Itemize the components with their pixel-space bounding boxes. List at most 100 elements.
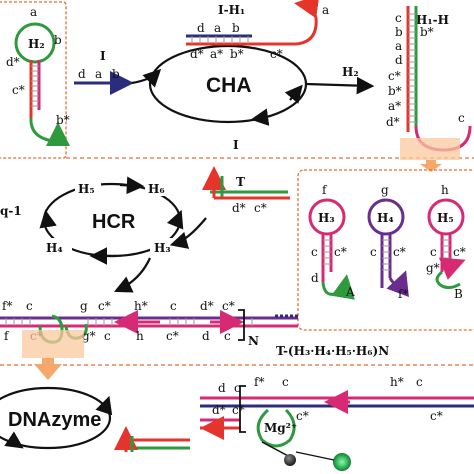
cha-bot-2: b*: [230, 47, 244, 61]
h1h2-left-7: d*: [386, 115, 400, 129]
polymer-n-label: N: [248, 334, 259, 348]
h3-label-0: c: [311, 245, 318, 259]
quencher-ball: [284, 454, 296, 466]
h1h2-right-label: b*: [420, 25, 434, 39]
dz-top-2: f*: [254, 375, 264, 389]
cha-bot-0: d*: [190, 47, 204, 61]
h5-label-2: g*: [426, 261, 440, 275]
cha-hairpin-label: a: [322, 3, 329, 17]
h1h2-duplex: H₁-H c b a d c* b* a* d* b* c: [386, 6, 472, 172]
hcr-title: HCR: [92, 211, 136, 233]
h3-label-2: d: [311, 271, 319, 285]
poly-top-6: d*: [200, 299, 214, 313]
strand-i-name: I: [100, 49, 106, 63]
dz-bot-1: c*: [232, 403, 245, 417]
cha-cycle: CHA I-H₁ d a b d* a* b* c* a H₂ I: [131, 0, 375, 152]
h1h2-left-6: a*: [388, 99, 401, 113]
polymer-formula: T-(H₃·H₄·H₅·H₆)N: [276, 344, 389, 358]
poly-bot-2: g*: [82, 329, 96, 343]
poly-top-3: c*: [98, 299, 111, 313]
h1h2-left-4: c*: [388, 69, 401, 83]
dz-bot-0: d*: [212, 403, 226, 417]
hairpin-h4: H₄ g c c* f*: [367, 183, 409, 301]
cha-complex-name: I-H₁: [218, 3, 245, 17]
cha-top-1: a: [214, 21, 221, 35]
hcr-node-h4: H₄: [46, 241, 63, 255]
h1h2-left-1: b: [395, 25, 403, 39]
poly-bot-5: c*: [166, 329, 179, 343]
mg-label: Mg²⁺: [264, 421, 297, 435]
dz-top-0: d: [218, 381, 226, 395]
trigger-t-name: T: [236, 175, 245, 189]
trigger-t-label-1: c*: [254, 201, 267, 215]
h3-name: H₃: [318, 211, 335, 225]
hairpins-box: H₃ f c c* d A H₄ g c c* f*: [297, 169, 474, 331]
h1h2-left-0: c: [395, 11, 402, 25]
h5-name: H₅: [437, 211, 454, 225]
dz-bot-2: c*: [296, 409, 309, 423]
h2-label-dstar: d*: [6, 55, 20, 69]
dz-top-3: c: [282, 375, 289, 389]
hcr-node-h6: H₆: [148, 182, 165, 196]
down-arrow-2: [34, 358, 62, 380]
poly-top-4: h*: [134, 299, 148, 313]
h1h2-left-2: a: [395, 39, 402, 53]
h4-label-1: c*: [393, 245, 406, 259]
h2-box: H₂ a b d* c* b*: [0, 1, 70, 159]
cha-title: CHA: [206, 74, 252, 97]
h2-loop: [14, 22, 56, 64]
poly-bot-4: h: [136, 329, 144, 343]
h5-tail-label: B: [454, 287, 463, 301]
h2-name: H₂: [28, 37, 45, 51]
strand-i-label-1: a: [95, 67, 102, 81]
poly-bot-0: f: [4, 329, 10, 343]
h3-loop-label: f: [322, 183, 328, 197]
cha-bot-3: c*: [270, 47, 283, 61]
dz-top-1: c: [234, 381, 241, 395]
down-arrow: [420, 160, 442, 172]
h5-loop-label: h: [441, 183, 449, 197]
poly-bot-7: c: [224, 329, 231, 343]
poly-top-2: g: [80, 299, 88, 313]
trigger-t: T d* c*: [202, 166, 290, 215]
h4-name: H₄: [377, 211, 394, 225]
dz-top-5: c: [416, 375, 423, 389]
cha-output-label: I: [233, 138, 239, 152]
strand-i: I d a b: [74, 49, 134, 95]
cha-top-2: b: [232, 21, 240, 35]
hcr-node-h3: H₃: [154, 241, 171, 255]
h1h2-tail-label: c: [458, 111, 465, 125]
h3-tail-label: A: [345, 285, 355, 299]
cha-bot-1: a*: [210, 47, 223, 61]
h5-label-1: c*: [453, 245, 466, 259]
h2-label-b: b: [54, 33, 62, 47]
h3-label-1: c*: [334, 245, 347, 259]
h1h2-left-3: d: [395, 53, 403, 67]
hcr-cycle: q-1 HCR H₅ H₆ H₃ H₄: [0, 176, 207, 293]
cha-top-0: d: [197, 21, 205, 35]
h1h2-name: H₁-H: [416, 13, 449, 27]
h1h2-left-5: b*: [388, 84, 402, 98]
poly-top-5: c: [170, 299, 177, 313]
poly-bot-3: c: [104, 329, 111, 343]
h4-label-2: f*: [398, 287, 408, 301]
cha-input-label: H₂: [342, 65, 359, 79]
poly-bot-6: d: [202, 329, 210, 343]
dz-bot-3: c*: [430, 409, 443, 423]
fluorophore-glow: [333, 453, 351, 471]
dnazyme-title: DNAzyme: [8, 409, 101, 431]
strand-i-label-0: d: [78, 67, 86, 81]
h2-label-bstar: b*: [56, 113, 70, 127]
h5-label-0: c: [430, 245, 437, 259]
poly-top-0: f*: [2, 299, 12, 313]
hairpin-h5: H₅ h c c* g* B: [426, 183, 466, 301]
polymer-strand: N f* c g c* h* c d* c* f c* g* c h c* d …: [0, 299, 389, 380]
poly-top-7: c*: [222, 299, 235, 313]
hcr-node-h5: H₅: [78, 182, 95, 196]
h4-label-0: c: [370, 245, 377, 259]
trigger-t-label-0: d*: [232, 201, 246, 215]
hcr-side-label: q-1: [0, 204, 22, 218]
hairpin-h3: H₃ f c c* d A: [308, 183, 355, 300]
h2-label-cstar: c*: [12, 83, 25, 97]
